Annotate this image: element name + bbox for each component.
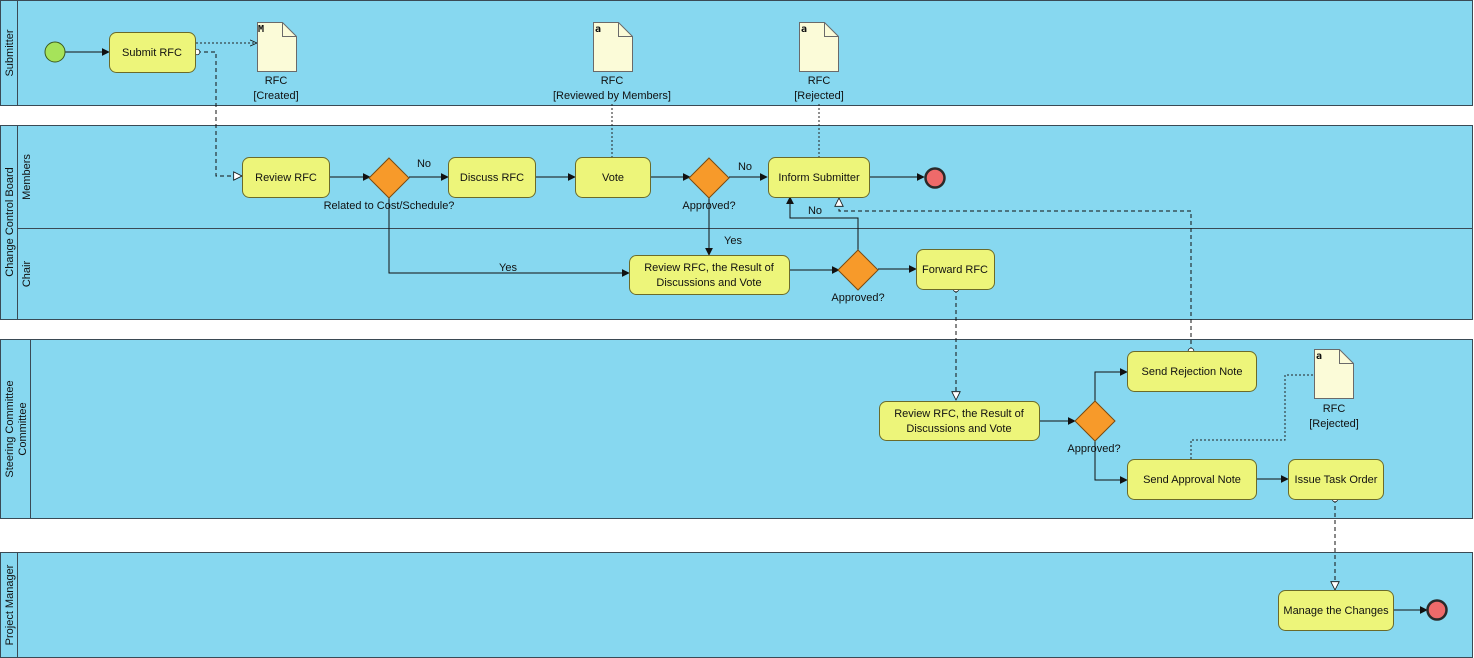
task-label: Manage the Changes [1283,605,1389,617]
data-object-rfc-rejected[interactable]: a RFC [Rejected] [794,22,844,103]
task-review-rfc[interactable]: Review RFC [242,157,330,198]
lane-label-members: Members [21,154,33,200]
gateway-label: Related to Cost/Schedule? [324,200,455,212]
gateway-label: Approved? [682,200,735,212]
task-label: Send Approval Note [1143,474,1241,486]
edge-label-yes: Yes [499,262,517,274]
task-label: Forward RFC [922,264,988,276]
data-object-glyph: a [801,24,807,35]
data-object-state: [Reviewed by Members] [553,90,671,102]
pool-submitter: Submitter [0,0,1473,106]
data-object-name: RFC [1323,403,1346,415]
lane-label-chair: Chair [21,261,33,288]
task-sc-review[interactable]: Review RFC, the Result of Discussions an… [879,401,1040,441]
pool-label-submitter: Submitter [4,29,16,76]
connectors [65,43,1428,614]
task-label: Discuss RFC [460,172,524,184]
task-manage-the-changes[interactable]: Manage the Changes [1278,590,1394,631]
task-inform-submitter[interactable]: Inform Submitter [768,157,870,198]
gateway-related-to-cost-schedule[interactable]: Related to Cost/Schedule? [324,157,455,212]
task-discuss-rfc[interactable]: Discuss RFC [448,157,536,198]
data-object-name: RFC [601,75,624,87]
data-object-state: [Created] [253,90,298,102]
data-object-rfc-rejected-steering[interactable]: a RFC [Rejected] [1309,349,1359,431]
task-label-line1: Review RFC, the Result of [894,408,1025,420]
task-label: Inform Submitter [778,172,860,184]
pool-label-ccb: Change Control Board [4,167,16,276]
gateway-approved-steering[interactable]: Approved? [1067,400,1121,455]
pool-label-steering: Steering Committee [4,380,16,477]
gateway-approved-chair[interactable]: Approved? [831,249,885,304]
task-label-line2: Discussions and Vote [656,277,761,289]
end-event-pm[interactable] [1426,599,1448,621]
data-object-glyph: a [595,24,601,35]
task-label-line1: Review RFC, the Result of [644,262,775,274]
data-object-state: [Rejected] [1309,418,1359,430]
edge-label-yes: Yes [724,235,742,247]
start-event[interactable] [44,41,66,63]
task-label: Submit RFC [122,47,182,59]
data-object-glyph: M [258,24,264,35]
end-event-ccb[interactable] [924,167,946,189]
data-object-name: RFC [265,75,288,87]
task-forward-rfc[interactable]: Forward RFC [916,249,995,290]
task-vote[interactable]: Vote [575,157,651,198]
task-label: Send Rejection Note [1142,366,1243,378]
edge-label-no: No [738,161,752,173]
edge-label-no: No [808,205,822,217]
data-object-state: [Rejected] [794,90,844,102]
task-send-rejection-note[interactable]: Send Rejection Note [1127,351,1257,392]
task-submit-rfc[interactable]: Submit RFC [109,32,196,73]
pool-label-pm: Project Manager [4,564,16,645]
pool-project-manager: Project Manager [0,552,1473,658]
task-label: Review RFC [255,172,317,184]
edge-label-no: No [417,158,431,170]
pool-change-control-board: Change Control Board Members Chair [0,125,1473,320]
task-issue-task-order[interactable]: Issue Task Order [1288,459,1384,500]
task-label: Vote [602,172,624,184]
task-chair-review[interactable]: Review RFC, the Result of Discussions an… [629,255,790,295]
data-object-rfc-created[interactable]: M RFC [Created] [253,22,299,103]
task-send-approval-note[interactable]: Send Approval Note [1127,459,1257,500]
gateway-approved-members[interactable]: Approved? [682,157,736,212]
data-object-glyph: a [1316,351,1322,362]
pool-label-committee: Committee [17,402,29,455]
data-object-rfc-reviewed[interactable]: a RFC [Reviewed by Members] [553,22,671,103]
task-label-line2: Discussions and Vote [906,423,1011,435]
gateway-label: Approved? [831,292,884,304]
data-object-name: RFC [808,75,831,87]
gateway-label: Approved? [1067,443,1120,455]
task-label: Issue Task Order [1295,474,1378,486]
